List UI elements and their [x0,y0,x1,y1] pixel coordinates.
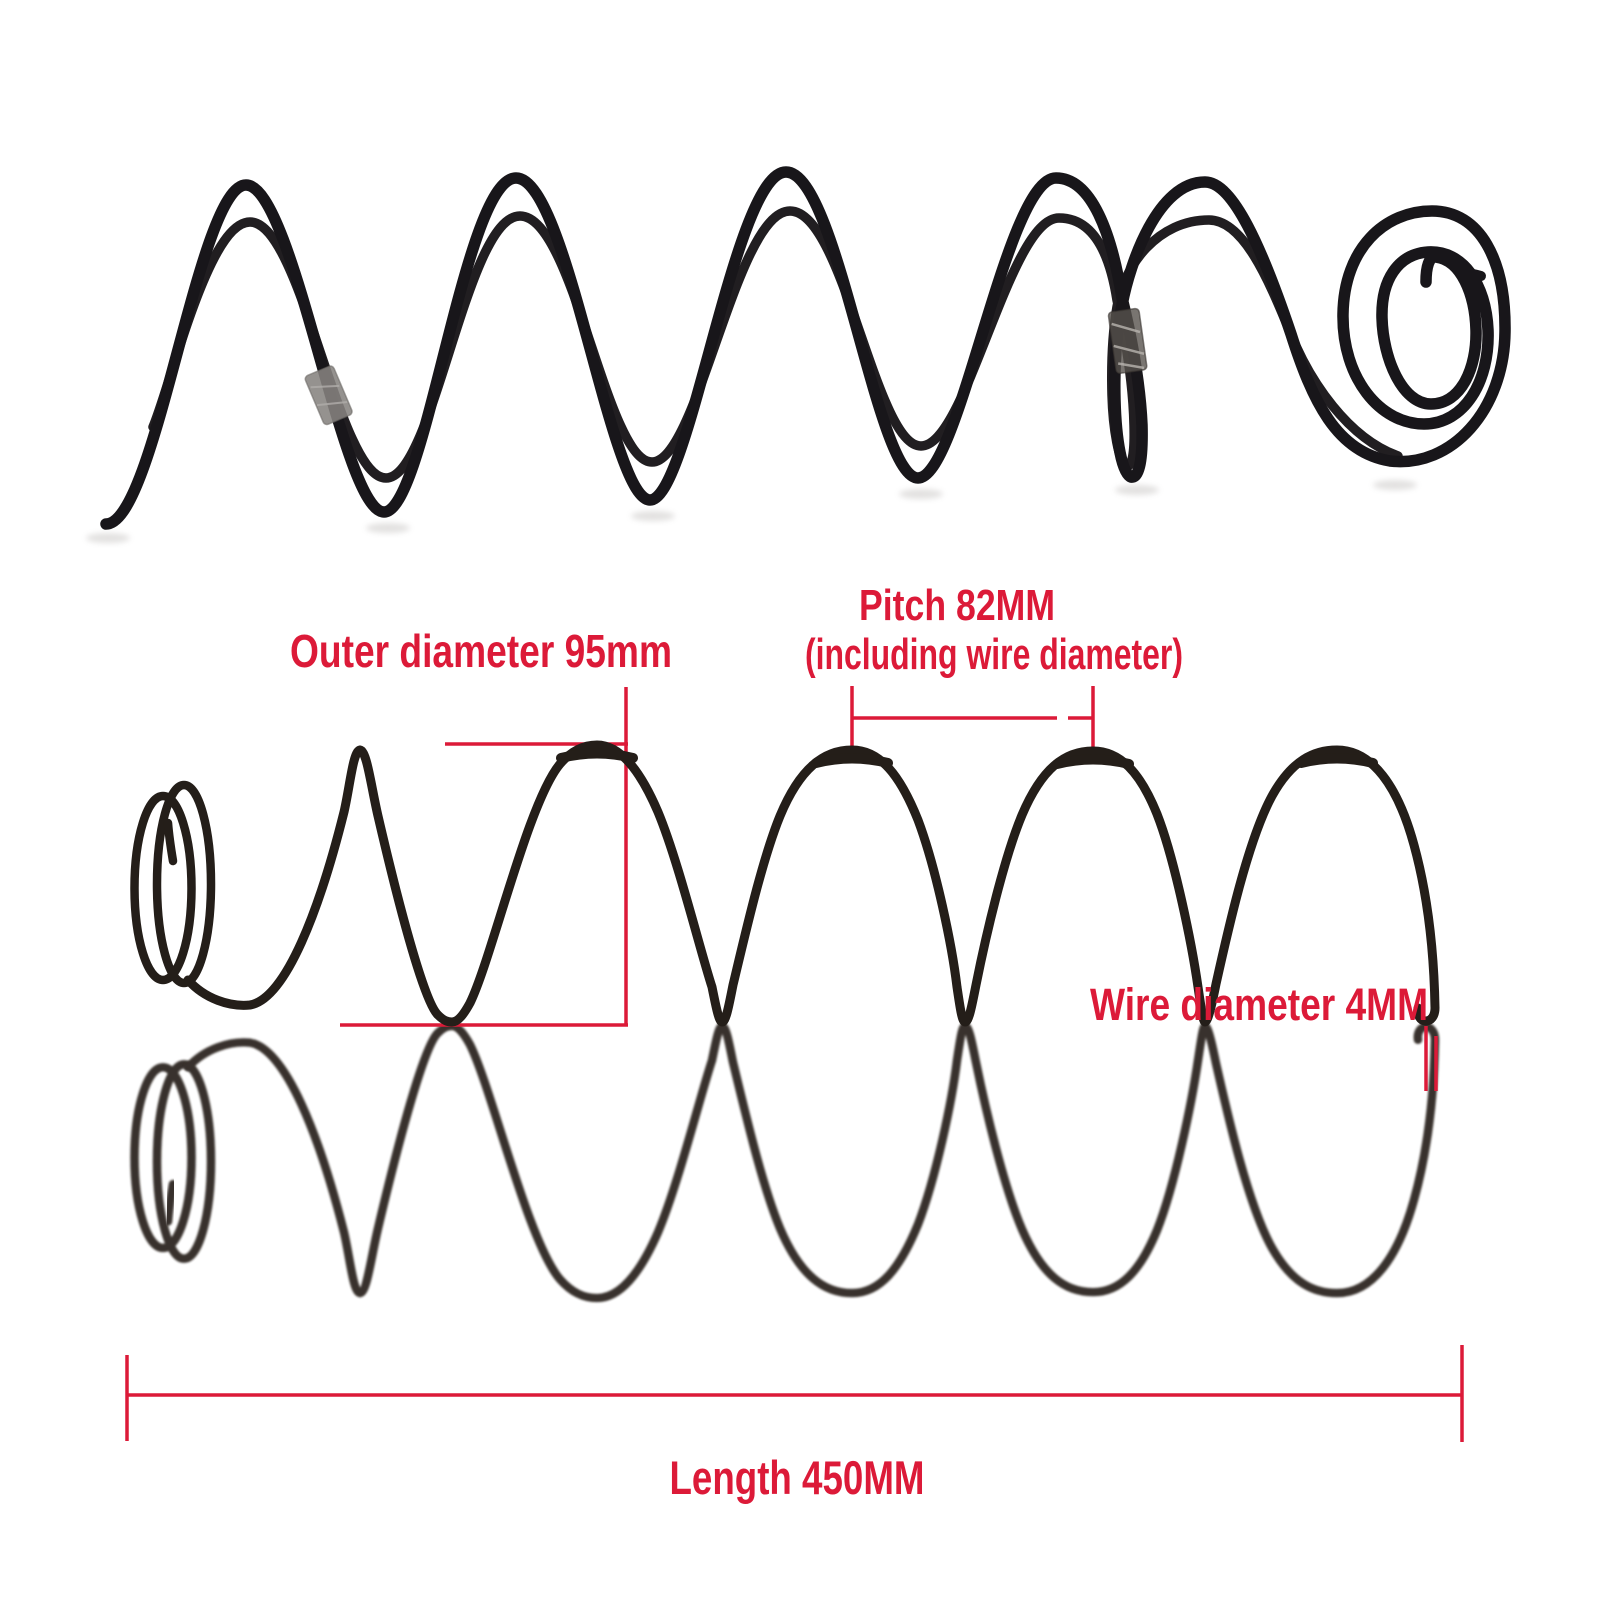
svg-text:Pitch 82MM: Pitch 82MM [859,581,1055,630]
svg-text:Outer diameter 95mm: Outer diameter 95mm [290,625,672,677]
svg-text:Wire diameter 4MM: Wire diameter 4MM [1090,979,1428,1030]
svg-text:Length 450MM: Length 450MM [670,1451,925,1504]
svg-text:(including wire diameter): (including wire diameter) [805,630,1183,679]
